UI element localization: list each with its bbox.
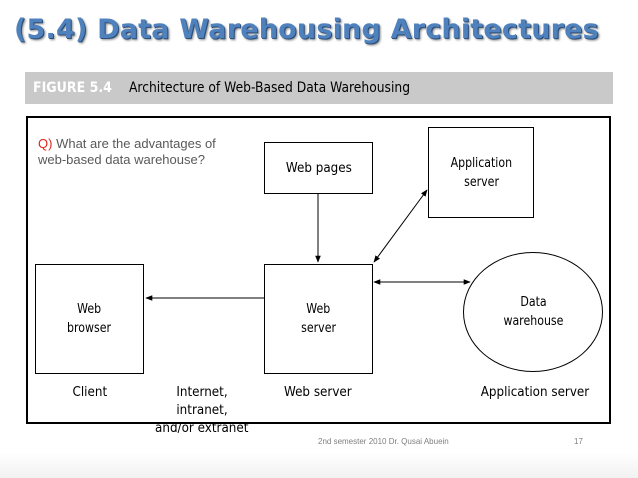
figure-caption: Architecture of Web-Based Data Warehousi…	[129, 80, 411, 96]
web-server-label-line-1: Web	[306, 302, 331, 317]
web-server-column-label: Web server	[270, 384, 366, 402]
figure-number: FIGURE 5.4	[33, 80, 112, 96]
web-browser-label-line-1: Web	[77, 302, 102, 317]
web-server-node: Web server	[264, 264, 373, 374]
network-column-label: Internet, intranet, and/or extranet	[146, 384, 258, 438]
application-server-column-label: Application server	[470, 384, 600, 402]
diagram-frame	[26, 116, 611, 424]
data-warehouse-label-line-1: Data	[519, 295, 547, 310]
client-column-label: Client	[50, 384, 130, 402]
application-server-label-line-1: Application	[450, 155, 512, 171]
web-browser-node: Web browser	[35, 264, 144, 374]
network-label-line-2: and/or extranet	[155, 421, 249, 436]
web-server-label-line-2: server	[301, 321, 336, 336]
web-browser-label: Web browser	[66, 300, 114, 338]
question-text: Q) What are the advantages of web-based …	[38, 136, 268, 168]
application-server-node: Application server	[428, 127, 534, 218]
web-server-column-label-line-1: Web server	[284, 385, 352, 400]
arrow-web-server-application-server	[373, 189, 428, 263]
web-pages-node: Web pages	[264, 142, 373, 194]
data-warehouse-label: Data warehouse	[500, 293, 565, 331]
web-browser-label-line-2: browser	[67, 321, 112, 336]
web-server-label: Web server	[300, 300, 338, 338]
slide-title: (5.4) Data Warehousing Architectures	[14, 14, 599, 45]
data-warehouse-label-line-2: warehouse	[503, 314, 563, 329]
question-marker: Q)	[38, 136, 53, 151]
data-warehouse-node: Data warehouse	[463, 252, 603, 372]
web-pages-label: Web pages	[285, 160, 352, 176]
client-label-line-1: Client	[72, 385, 108, 400]
page-number: 17	[574, 437, 583, 446]
figure-header-bar: FIGURE 5.4 Architecture of Web-Based Dat…	[25, 72, 613, 104]
network-label-line-1: Internet, intranet,	[176, 385, 228, 418]
question-line-2: web-based data warehouse?	[38, 152, 205, 167]
application-server-label-line-2: server	[463, 174, 499, 190]
footer-text: 2nd semester 2010 Dr. Qusai Abuein	[318, 437, 449, 446]
application-server-column-label-line-1: Application server	[480, 385, 590, 400]
bottom-band	[0, 452, 638, 478]
application-server-label: Application server	[448, 154, 515, 192]
question-line-1: What are the advantages of	[56, 136, 216, 151]
